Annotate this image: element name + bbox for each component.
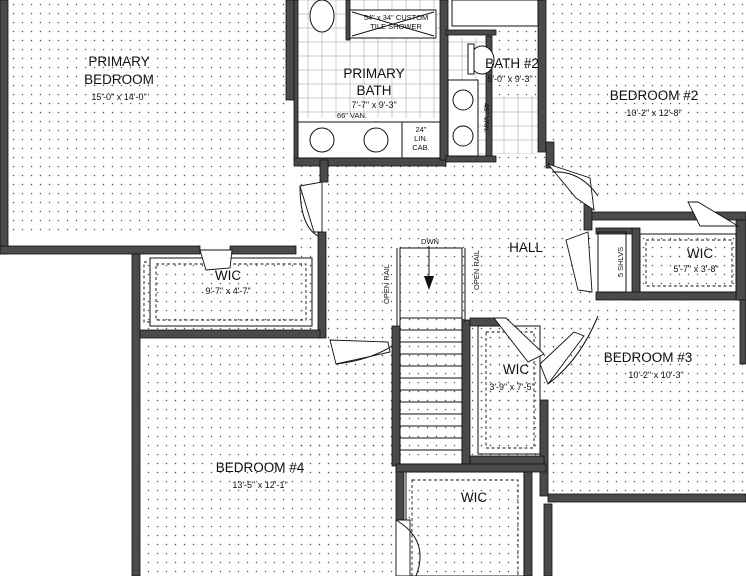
wic-primary-name: WIC bbox=[215, 268, 241, 283]
stair-direction-label: DWN bbox=[421, 237, 439, 246]
floor-areas bbox=[8, 0, 746, 576]
fixtures bbox=[297, 0, 539, 159]
room-labels: PRIMARY BEDROOM 15'-0" x 14'-0" PRIMARY … bbox=[84, 54, 719, 505]
stair-arrow bbox=[424, 246, 434, 290]
bedroom4-name: BEDROOM #4 bbox=[216, 460, 305, 475]
stair-treads bbox=[396, 247, 466, 465]
open-rail-left-label: OPEN RAIL bbox=[382, 264, 391, 304]
hall-name: HALL bbox=[509, 240, 543, 255]
fixture-labels: 54" x 34" CUSTOM TILE SHOWER 66" VAN. 24… bbox=[337, 13, 625, 277]
bath2-dims: 5'-0" x 9'-3" bbox=[487, 74, 532, 84]
bedroom3-name: BEDROOM #3 bbox=[604, 350, 693, 365]
wic-bed3-name: WIC bbox=[503, 362, 529, 377]
wic-bed2-name: WIC bbox=[687, 246, 713, 261]
bedroom2-name: BEDROOM #2 bbox=[610, 88, 699, 103]
bedroom3-dims: 10'-2" x 10'-3" bbox=[628, 370, 683, 380]
linen-label: 24" bbox=[415, 125, 426, 134]
open-rail-right-label: OPEN RAIL bbox=[472, 250, 481, 290]
doors bbox=[199, 9, 740, 576]
primary-bath-name: PRIMARY bbox=[343, 66, 404, 81]
bedroom4-dims: 13'-5" x 12'-1" bbox=[232, 480, 287, 490]
vanity-66-label: 66" VAN. bbox=[337, 111, 367, 120]
shelves-label: 5 SHLVS bbox=[616, 247, 625, 277]
primary-bath-name-2: BATH bbox=[356, 83, 391, 98]
wic-primary-dims: 9'-7" x 4'-7" bbox=[205, 286, 250, 296]
primary-bedroom-name-2: BEDROOM bbox=[84, 72, 154, 87]
primary-bedroom-dims: 15'-0" x 14'-0" bbox=[91, 92, 146, 102]
linen-label-2: LIN. bbox=[414, 134, 428, 143]
vanity-48-label: 48" VAN. bbox=[482, 103, 491, 133]
linen-label-3: CAB. bbox=[412, 143, 430, 152]
shower-label-2: TILE SHOWER bbox=[370, 22, 422, 31]
wic-bed4-name: WIC bbox=[461, 490, 487, 505]
stair-labels: DWN OPEN RAIL OPEN RAIL bbox=[382, 237, 481, 304]
shower-label: 54" x 34" CUSTOM bbox=[364, 13, 428, 22]
wic-bed2-dims: 5'-7" x 3'-8" bbox=[673, 264, 718, 274]
primary-bedroom-name: PRIMARY bbox=[88, 54, 149, 69]
primary-bath-dims: 7'-7" x 9'-3" bbox=[351, 100, 396, 110]
bedroom2-dims: 10'-2" x 12'-8" bbox=[626, 108, 681, 118]
bath2-name: BATH #2 bbox=[485, 56, 539, 71]
wic-bed3-dims: 3'-9" x 7'-5" bbox=[489, 382, 534, 392]
